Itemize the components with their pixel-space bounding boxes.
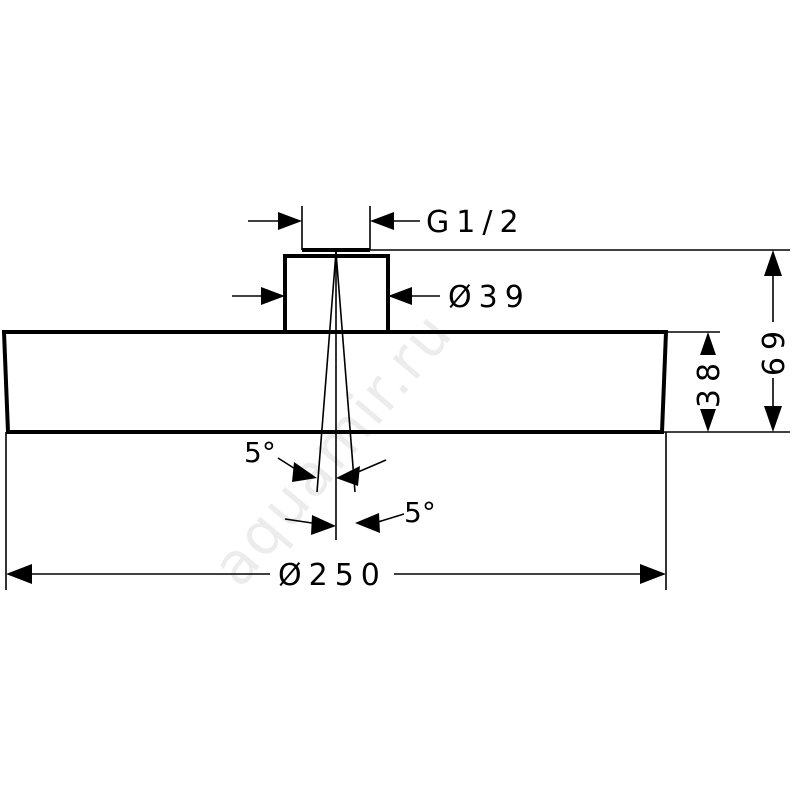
overall-height-label: 69: [757, 324, 792, 376]
tilt-left-arrow-a: [292, 462, 317, 482]
tilt-lines: [316, 251, 356, 540]
body-height-dimension: 38: [666, 331, 727, 432]
tilt-right-arrow-b: [355, 513, 380, 533]
head-arrow-left: [6, 564, 32, 584]
overall-height-dimension: 69: [370, 249, 792, 433]
height38-arrow-bottom: [699, 406, 717, 432]
tilt-right-label: 5°: [404, 496, 436, 529]
tilt-left-arrow-b: [336, 466, 360, 486]
head-diameter-dimension: Ø250: [5, 432, 667, 593]
tilt-angle-right: 5°: [284, 496, 436, 535]
height69-arrow-bottom: [764, 406, 782, 432]
watermark-text: aquamir.ru: [199, 299, 466, 599]
neck-diameter-label: Ø39: [448, 280, 531, 315]
watermark-group: aquamir.ru: [199, 299, 466, 599]
tilt-left-label: 5°: [244, 436, 276, 469]
neck-diameter-dimension: Ø39: [232, 280, 531, 315]
neck-arrow-left: [261, 287, 285, 305]
tilt-angle-left: 5°: [244, 436, 387, 486]
thread-dimension: G1/2: [248, 205, 526, 250]
body-height-label: 38: [692, 356, 727, 408]
head-arrow-right: [640, 564, 666, 584]
height38-arrow-top: [699, 332, 717, 358]
tilt-right-arrow-a: [311, 515, 336, 535]
thread-label: G1/2: [426, 205, 526, 240]
thread-arrow-right: [370, 212, 394, 230]
height69-arrow-top: [764, 250, 782, 276]
neck-arrow-right: [388, 287, 412, 305]
thread-arrow-left: [278, 212, 302, 230]
head-diameter-label: Ø250: [278, 558, 387, 593]
